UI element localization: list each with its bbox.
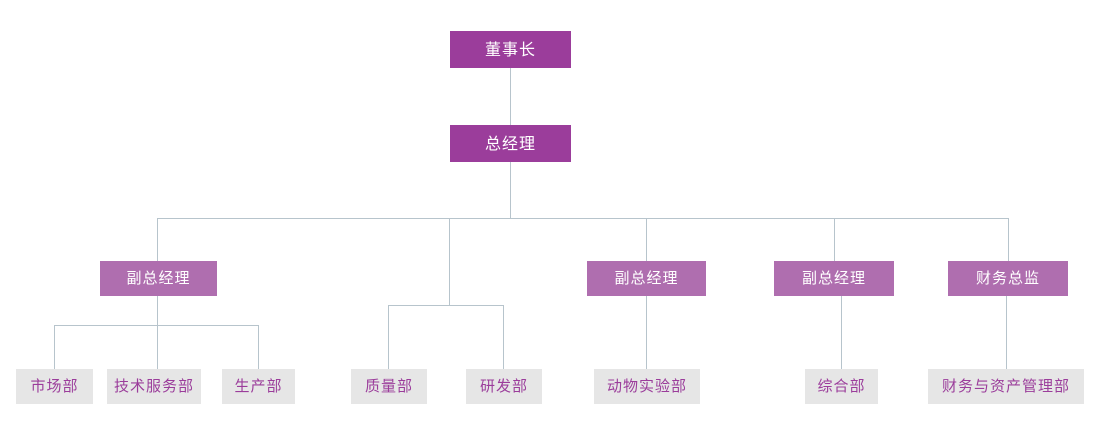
connector-level3-bus bbox=[157, 218, 1009, 219]
node-finance-asset-dept[interactable]: 财务与资产管理部 bbox=[928, 369, 1084, 404]
node-marketing-dept[interactable]: 市场部 bbox=[16, 369, 93, 404]
node-quality-dept[interactable]: 质量部 bbox=[351, 369, 427, 404]
node-chairman[interactable]: 董事长 bbox=[450, 31, 571, 68]
node-deputy-gm-2[interactable]: 副总经理 bbox=[587, 261, 706, 296]
connector-drop-technical-service bbox=[157, 325, 158, 369]
node-finance-director[interactable]: 财务总监 bbox=[948, 261, 1068, 296]
connector-center-branch-bus bbox=[388, 305, 504, 306]
connector-drop-deputy-gm-1 bbox=[157, 218, 158, 261]
connector-drop-marketing bbox=[54, 325, 55, 369]
connector-finance-director-to-finance-asset bbox=[1006, 296, 1007, 369]
node-general-manager[interactable]: 总经理 bbox=[450, 125, 571, 162]
node-deputy-gm-3[interactable]: 副总经理 bbox=[774, 261, 894, 296]
connector-drop-deputy-gm-3 bbox=[834, 218, 835, 261]
connector-drop-rd bbox=[503, 305, 504, 369]
connector-drop-production bbox=[258, 325, 259, 369]
connector-deputy-gm-1-down bbox=[157, 296, 158, 325]
connector-drop-center-branch bbox=[449, 218, 450, 305]
node-animal-lab-dept[interactable]: 动物实验部 bbox=[594, 369, 700, 404]
node-deputy-gm-1[interactable]: 副总经理 bbox=[100, 261, 217, 296]
connector-chairman-to-gm bbox=[510, 68, 511, 125]
connector-deputy-gm-1-bus bbox=[54, 325, 259, 326]
node-rd-dept[interactable]: 研发部 bbox=[466, 369, 542, 404]
connector-gm-down bbox=[510, 162, 511, 218]
connector-drop-finance-director bbox=[1008, 218, 1009, 261]
connector-deputy-gm-3-to-general-affairs bbox=[841, 296, 842, 369]
connector-drop-deputy-gm-2 bbox=[646, 218, 647, 261]
node-production-dept[interactable]: 生产部 bbox=[222, 369, 295, 404]
node-general-affairs-dept[interactable]: 综合部 bbox=[805, 369, 878, 404]
node-technical-service-dept[interactable]: 技术服务部 bbox=[107, 369, 201, 404]
connector-deputy-gm-2-to-animal-lab bbox=[646, 296, 647, 369]
connector-drop-quality bbox=[388, 305, 389, 369]
